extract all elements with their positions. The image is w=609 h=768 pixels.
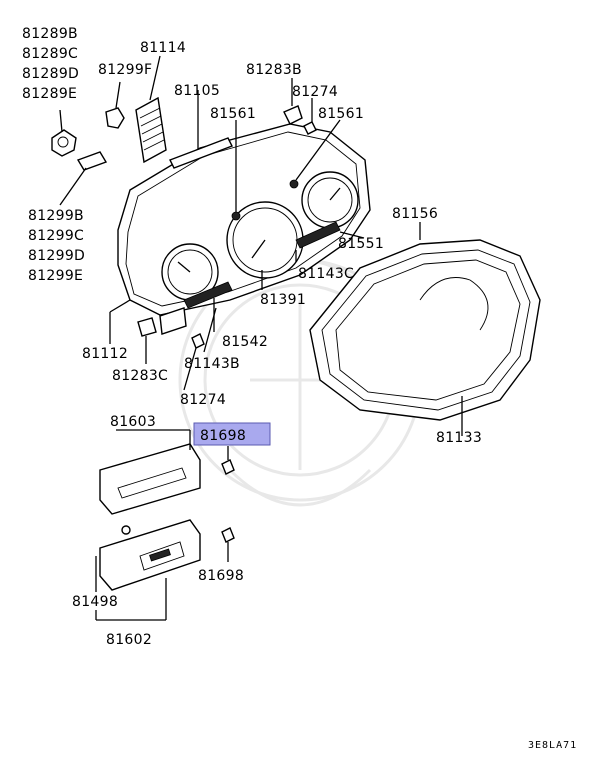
bulb-81299b[interactable] xyxy=(59,151,108,206)
screw-81274-bottom[interactable] xyxy=(183,333,205,391)
label-81561-a[interactable]: 81561 xyxy=(210,106,256,122)
label-81143b[interactable]: 81143B xyxy=(184,356,240,372)
screw-81698-upper[interactable] xyxy=(221,446,235,475)
bulb-socket-81289[interactable] xyxy=(51,109,77,157)
label-81289e[interactable]: 81289E xyxy=(22,86,77,102)
leader-81561-b xyxy=(295,119,341,181)
label-81299d[interactable]: 81299D xyxy=(28,248,85,264)
label-81299f[interactable]: 81299F xyxy=(98,62,152,78)
label-81289d[interactable]: 81289D xyxy=(22,66,79,82)
label-81498[interactable]: 81498 xyxy=(72,594,118,610)
clip-81283c[interactable] xyxy=(137,317,157,364)
label-81391[interactable]: 81391 xyxy=(260,292,306,308)
label-81156[interactable]: 81156 xyxy=(392,206,438,222)
label-81112[interactable]: 81112 xyxy=(82,346,128,362)
connector-81114[interactable] xyxy=(135,55,167,164)
label-81299c[interactable]: 81299C xyxy=(28,228,84,244)
label-81289b[interactable]: 81289B xyxy=(22,26,78,42)
part-labels: 81289B 81289C 81289D 81289E 81299F 81114… xyxy=(22,26,577,751)
label-81274-bottom[interactable]: 81274 xyxy=(180,392,226,408)
cluster-case-81105[interactable] xyxy=(117,90,371,316)
meter-glass-81133[interactable] xyxy=(309,222,541,436)
highlight-box-81698 xyxy=(193,422,271,446)
bracket-81112[interactable] xyxy=(109,299,187,344)
switch-panel-81603[interactable] xyxy=(99,429,201,515)
switch-unit-81498[interactable] xyxy=(95,519,201,621)
print-plate-81551[interactable] xyxy=(295,221,365,249)
label-81542[interactable]: 81542 xyxy=(222,334,268,350)
bulb-81299f[interactable] xyxy=(105,81,125,129)
label-81299b[interactable]: 81299B xyxy=(28,208,84,224)
label-81289c[interactable]: 81289C xyxy=(22,46,78,62)
label-81105[interactable]: 81105 xyxy=(174,83,220,99)
label-81283c[interactable]: 81283C xyxy=(112,368,168,384)
label-81143c[interactable]: 81143C xyxy=(298,266,354,282)
diagram-code: 3E8LA71 xyxy=(528,740,577,751)
label-81551[interactable]: 81551 xyxy=(338,236,384,252)
label-81299e[interactable]: 81299E xyxy=(28,268,83,284)
label-81274-top[interactable]: 81274 xyxy=(292,84,338,100)
label-81114[interactable]: 81114 xyxy=(140,40,186,56)
label-81698-highlighted[interactable]: 81698 xyxy=(200,428,246,444)
screw-81274-top[interactable] xyxy=(303,98,317,135)
label-81133[interactable]: 81133 xyxy=(436,430,482,446)
label-81603[interactable]: 81603 xyxy=(110,414,156,430)
clip-81283b[interactable] xyxy=(283,78,303,125)
label-81602[interactable]: 81602 xyxy=(106,632,152,648)
label-81698[interactable]: 81698 xyxy=(198,568,244,584)
screw-81698-lower[interactable] xyxy=(221,527,235,562)
label-81283b[interactable]: 81283B xyxy=(246,62,302,78)
label-81561-b[interactable]: 81561 xyxy=(318,106,364,122)
leader-81143b xyxy=(203,307,217,353)
